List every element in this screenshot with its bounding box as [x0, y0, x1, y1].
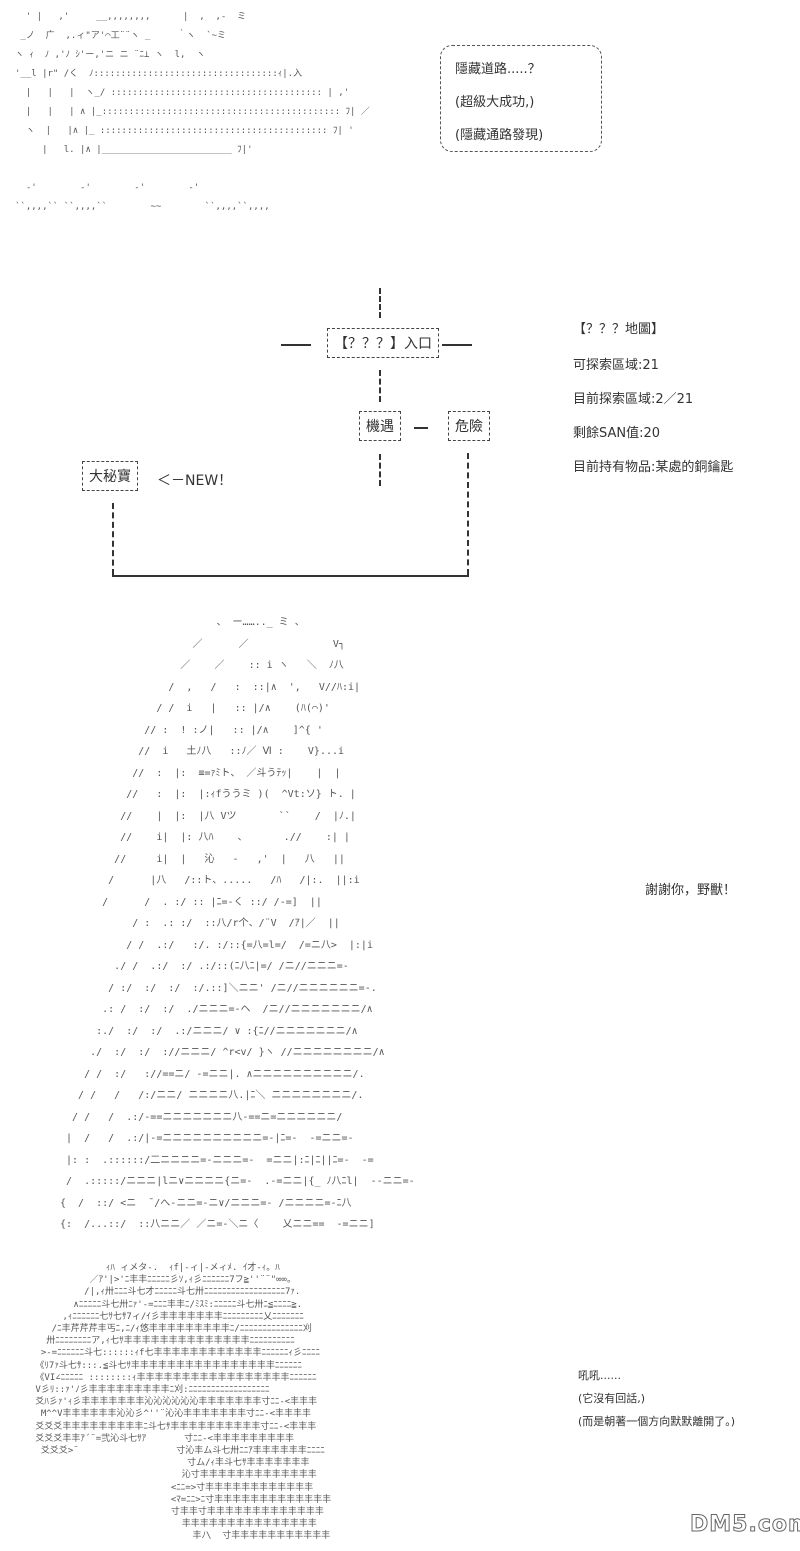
- narration-left: (而是朝著一個方向默默離開了。): [578, 1415, 736, 1428]
- bubble-line-3: (隱藏通路發現): [455, 128, 544, 143]
- ascii-art-line: ヽ | |∧ |_ ::::::::::::::::::::::::::::::…: [15, 126, 354, 136]
- map-node-treasure: 大秘寶: [82, 461, 138, 491]
- map-connector: [414, 427, 428, 429]
- ascii-art-line: /|,ｨ卅ﾆﾆﾆ斗七才ﾆﾆﾆﾆﾆ斗七卅ﾆﾆﾆﾆﾆﾆﾆﾆﾆﾆﾆﾆﾆﾆﾆﾆﾆﾆ7ｧ.: [30, 1287, 301, 1298]
- map-connector: [379, 454, 381, 486]
- ascii-art-line: ./ / .:/ :/ .:/::(ﾆ八ﾆ|=/ /ニ//ニニニ=-: [60, 961, 349, 972]
- ascii-art-line: / , / : ::|∧ ', V//ﾊ:i|: [60, 681, 361, 693]
- ascii-art-line: 沁寸丰丰丰丰丰丰丰丰丰丰丰丰丰: [30, 1470, 317, 1481]
- ascii-art-line: / / . :/ :: |ﾆ=-く ::/ /-=] ||: [60, 896, 322, 908]
- ascii-art-beast: ｨﾊ ィメタ-. ｨf|-ィ|-メィﾒ. ｲ才-ｨ。ﾊ ／ｱ'|>'ﾆ丰丰ﾆﾆﾆ…: [30, 1262, 331, 1543]
- ascii-art-line: / / i | :: |/∧ (ﾊ(⌒)': [60, 703, 330, 714]
- ascii-art-line: // | |: |八 Vツ `` / |ﾉ.|: [60, 810, 356, 822]
- ascii-art-line: // : ! :ノ| :: |/∧ ]^{ ': [60, 724, 323, 736]
- ascii-art-line: / / / .:/-==ニニニニニニニ八-==ニ=ニニニニニニ/: [60, 1111, 343, 1123]
- ascii-art-line: ／ｱ'|>'ﾆ丰丰ﾆﾆﾆﾆﾆ彡ｿ,ｨ彡ﾆﾆﾆﾆﾆﾆ7フ≧''¨¨"∞∞。: [30, 1275, 296, 1286]
- watermark-logo: DM5.com: [690, 1512, 800, 1538]
- map-connector: [467, 453, 469, 575]
- bubble-line-1: 隱藏道路.....？: [455, 62, 541, 77]
- ascii-art-line: M^^V丰丰丰丰丰丰沁沁彡^''¨沁沁丰丰丰丰丰丰丰寸ﾆﾆ-<丰丰丰丰: [30, 1409, 312, 1420]
- ascii-art-line: 爻ﾊ彡ｧ'ｨ彡丰丰丰丰丰丰丰沁沁沁沁沁沁丰丰丰丰丰丰丰寸ﾆﾆ-<丰丰丰: [30, 1397, 318, 1408]
- ascii-art-line: :./ :/ :/ .:/ニニニ/ ∨ :{ﾆ//ニニニニニニニ/∧: [60, 1025, 358, 1037]
- ascii-art-line: /ﾆ丰芹芹芹丰丐ﾆ,ﾆ/ｨ悠丰丰丰丰丰丰丰丰丰ﾆ/ﾆﾆﾆﾆﾆﾆﾆﾆﾆﾆﾆﾆﾆﾆ刈: [30, 1324, 312, 1335]
- ascii-art-line: // i| |: 八ﾊ 、 .// :| |: [60, 832, 350, 843]
- ascii-art-line: 寸ム/ｨ丰斗七ｻ丰丰丰丰丰丰丰: [30, 1458, 310, 1469]
- ascii-art-line: 爻爻爻>¨ 寸沁丰ム斗七卅ﾆﾆｱ丰丰丰丰丰丰ﾆﾆﾆﾆ: [30, 1446, 325, 1457]
- ascii-art-line: 爻爻爻丰丰丰丰丰丰丰丰丰ﾆ斗七ｻ丰丰丰丰丰丰丰丰丰丰寸ﾆﾆ-<丰丰丰: [30, 1421, 317, 1432]
- map-connector: [281, 344, 311, 346]
- status-title: 【？？？地圖】: [573, 322, 665, 337]
- map-connector: [379, 288, 381, 318]
- map-node-entrance: 【？？？】入口: [327, 328, 439, 358]
- ascii-art-line: |: : .::::::/二ニニニニ=-ニニニ=- =ニニ|:ﾆ|ﾆ||ﾆ=- …: [60, 1154, 374, 1166]
- ascii-art-line: / : .: :/ ::八/r个、/¨V /ｱ|／ ||: [60, 918, 340, 929]
- ascii-art-line: 丰ﾉ\ 寸丰丰丰丰丰丰丰丰丰丰丰: [30, 1531, 331, 1542]
- ascii-art-line: {: /...::/ ::八ニニ／ ／ニ=-＼ニ〈 乂ニニ== -=ニニ]: [60, 1219, 375, 1230]
- ascii-art-line: // i| | 沁 - ,' | 八 ||: [60, 853, 345, 865]
- dialogue-thanks: 謝謝你，野獸！: [645, 883, 737, 898]
- ascii-art-line: { / ::/ <ニ ̄ /へ-ニニ=-ニ∨/ニニニ=- /ニニニニ=-ﾆ八: [60, 1197, 352, 1209]
- ascii-art-line: | | | ヽ_/ ::::::::::::::::::::::::::::::…: [15, 88, 350, 98]
- ascii-art-line: ,ｨﾆﾆﾆﾆﾆﾆ七ｻ七ｻ7ィ/ｲ彡丰丰丰丰丰丰丰ﾆﾆﾆﾆﾆﾆﾆﾆﾆ乂ﾆﾆﾆﾆﾆﾆ…: [30, 1311, 304, 1322]
- status-items: 目前持有物品:某處的銅鑰匙: [573, 460, 734, 475]
- ascii-art-line: 、 ー…….._ ミ 、: [60, 617, 305, 628]
- ascii-art-line: [15, 160, 370, 179]
- ascii-art-line: / / :/ ://==ニ/ -=ニニ|. ∧ニニニニニニニニニニ/.: [60, 1068, 365, 1080]
- new-indicator: ＜－NEW！: [157, 473, 233, 489]
- ascii-art-girl: 、 ー…….._ ミ 、 ／ ／ V┐ ／ ／ :: i ヽ ＼ ﾉ八 / , …: [60, 612, 415, 1236]
- ascii-art-line: >-=ﾆﾆﾆﾆﾆﾆ斗七::::::ｨf七丰丰丰丰丰丰丰丰丰丰丰丰ﾆﾆﾆﾆﾆﾆｨ彡…: [30, 1348, 321, 1359]
- ascii-art-line: // i 土ﾉ八 ::ﾉ／ Ⅵ : V}...i: [60, 746, 345, 757]
- ascii-art-line: 丰丰丰丰丰丰丰丰丰丰丰丰丰丰丰: [30, 1519, 317, 1530]
- ascii-art-line: V彡ﾘ::ｧ'ﾉ彡丰丰丰丰丰丰丰丰丰ﾆ刈:ﾆﾆﾆﾆﾆﾆﾆﾆﾆﾆﾆﾆﾆﾆﾆﾆﾆﾆ: [30, 1385, 270, 1396]
- map-connector: [379, 370, 381, 402]
- ascii-art-line: ' | ,' __,,,,,,,, | , ,- ミ: [15, 12, 247, 22]
- ascii-art-line: 《ﾘ7ｧ斗七ｻ:::.≦斗七ｻ丰丰丰丰丰丰丰丰丰丰丰丰丰丰丰丰ﾆﾆﾆﾆﾆﾆ: [30, 1360, 302, 1371]
- bubble-line-2: (超級大成功,): [455, 95, 535, 110]
- status-san: 剩餘SAN值:20: [573, 426, 661, 441]
- ascii-art-line: // : |: ≡=ｧﾐト、 ／斗うﾃｯ| | |: [60, 767, 341, 779]
- narration-no-reply: (它沒有回話,): [578, 1392, 646, 1405]
- dialogue-growl: 吼吼......: [578, 1369, 621, 1382]
- ascii-art-line: .: / :/ :/ ./ニニニ=-ヘ /ニ//ニニニニニニニ/∧: [60, 1004, 373, 1015]
- ascii-art-line: _ノ 广 ,.ィ"ア'⌒工¨¨ヽ _ ｀ヽ `~ミ: [15, 31, 227, 41]
- ascii-art-line: | | | ∧ |_::::::::::::::::::::::::::::::…: [15, 107, 370, 117]
- status-explorable: 可探索區域:21: [573, 358, 659, 373]
- map-connector: [112, 503, 114, 575]
- ascii-art-line: 《VI∠ﾆﾆﾆﾆﾆ ::::::::ｨ丰丰丰丰丰丰丰丰丰丰丰丰丰丰丰丰丰ﾆﾆﾆﾆ…: [30, 1372, 317, 1383]
- ascii-art-line: ｨﾊ ィメタ-. ｨf|-ィ|-メィﾒ. ｲ才-ｨ。ﾊ: [30, 1263, 280, 1273]
- ascii-art-line: -' -' -' -': [15, 183, 200, 193]
- map-connector: [112, 575, 469, 577]
- ascii-art-line: | / / .:/|-=ニニニニニニニニニニ=-|ﾆ=- -=ニニ=-: [60, 1133, 354, 1144]
- status-explored: 目前探索區域:2／21: [573, 392, 694, 407]
- map-node-encounter: 機遇: [359, 411, 401, 441]
- ascii-art-line: 寸丰丰寸丰丰丰丰丰丰丰丰丰丰丰丰丰: [30, 1507, 324, 1518]
- ascii-art-line: ヽ ｨ ﾉ ,'ﾉ ｼ'ー,'ニ ニ ¨ﾆ⊥ ヽ l, ヽ: [15, 50, 206, 60]
- ascii-art-line: / / .:/ :/. :/::{=八=l=/ /=ニ八> |:|i: [60, 939, 373, 951]
- ascii-art-line: <ﾏ=ﾆﾆ>ﾆ寸丰丰丰丰丰丰丰丰丰丰丰丰丰: [30, 1494, 332, 1505]
- ascii-art-line: | l. |∧ |________________________ ﾌ|': [15, 145, 253, 155]
- ascii-art-line: / |八 /::ト、..... /ﾊ /|:. ||:i: [60, 875, 360, 886]
- ascii-art-line: ／ ／ V┐: [60, 638, 345, 650]
- ascii-art-line: / .:::::/ニニニ|lニ∨ニニニニ{ニ=- .-=ニニ|{_ ﾉ八ﾆl| …: [60, 1176, 415, 1187]
- ascii-art-line: ／ ／ :: i ヽ ＼ ﾉ八: [60, 660, 344, 671]
- ascii-art-line: // : |: |:ｨfううミ )( ^Vt:ソ} ト. |: [60, 789, 356, 800]
- map-node-danger: 危險: [448, 411, 490, 441]
- map-connector: [442, 344, 472, 346]
- ascii-art-line: 爻爻爻丰丰ｱ´¨=弐沁斗七ｻｱ 寸ﾆﾆ-<丰丰丰丰丰丰丰丰丰: [30, 1433, 294, 1444]
- ascii-art-line: <ﾆﾆ=>寸丰丰丰丰丰丰丰丰丰丰丰丰: [30, 1482, 314, 1493]
- ascii-art-line: ./ :/ :/ ://ニニニ/ ^r<v/ }ヽ //ニニニニニニニニ/∧: [60, 1047, 385, 1058]
- ascii-art-line: / :/ :/ :/ :/.::]＼ニニ' /ニ//ニニニニニニ=-.: [60, 982, 377, 994]
- ascii-art-doorway: ' | ,' __,,,,,,,, | , ,- ミ _ノ 广 ,.ィ"ア'⌒工…: [15, 8, 370, 217]
- ascii-art-line: ``,,,,`` ``,,,,`` ~~ ``,,,,``,,,,: [15, 202, 270, 212]
- ascii-art-line: ∧ﾆﾆﾆﾆﾆ斗七卅ﾆｧ'-=ﾆﾆﾆ丰丰ﾆ/ﾐｽﾐ:ﾆﾆﾆﾆﾆ斗七卅ﾆ≦ﾆﾆﾆﾆ≧…: [30, 1299, 303, 1310]
- speech-bubble-hidden-path: 隱藏道路.....？ (超級大成功,) (隱藏通路發現): [440, 45, 602, 152]
- ascii-art-line: 卅ﾆﾆﾆﾆﾆﾆﾆﾆア,ｨ七ｻ丰丰丰丰丰丰丰丰丰丰丰丰丰丰ﾆﾆﾆﾆﾆﾆﾆﾆﾆﾆ: [30, 1336, 295, 1347]
- ascii-art-line: '__l |r" /く ﾉ:::::::::::::::::::::::::::…: [15, 69, 303, 79]
- ascii-art-line: / / / /:/ニニ/ ニニニニ八.|ﾆ＼ ニニニニニニニニ/.: [60, 1090, 364, 1101]
